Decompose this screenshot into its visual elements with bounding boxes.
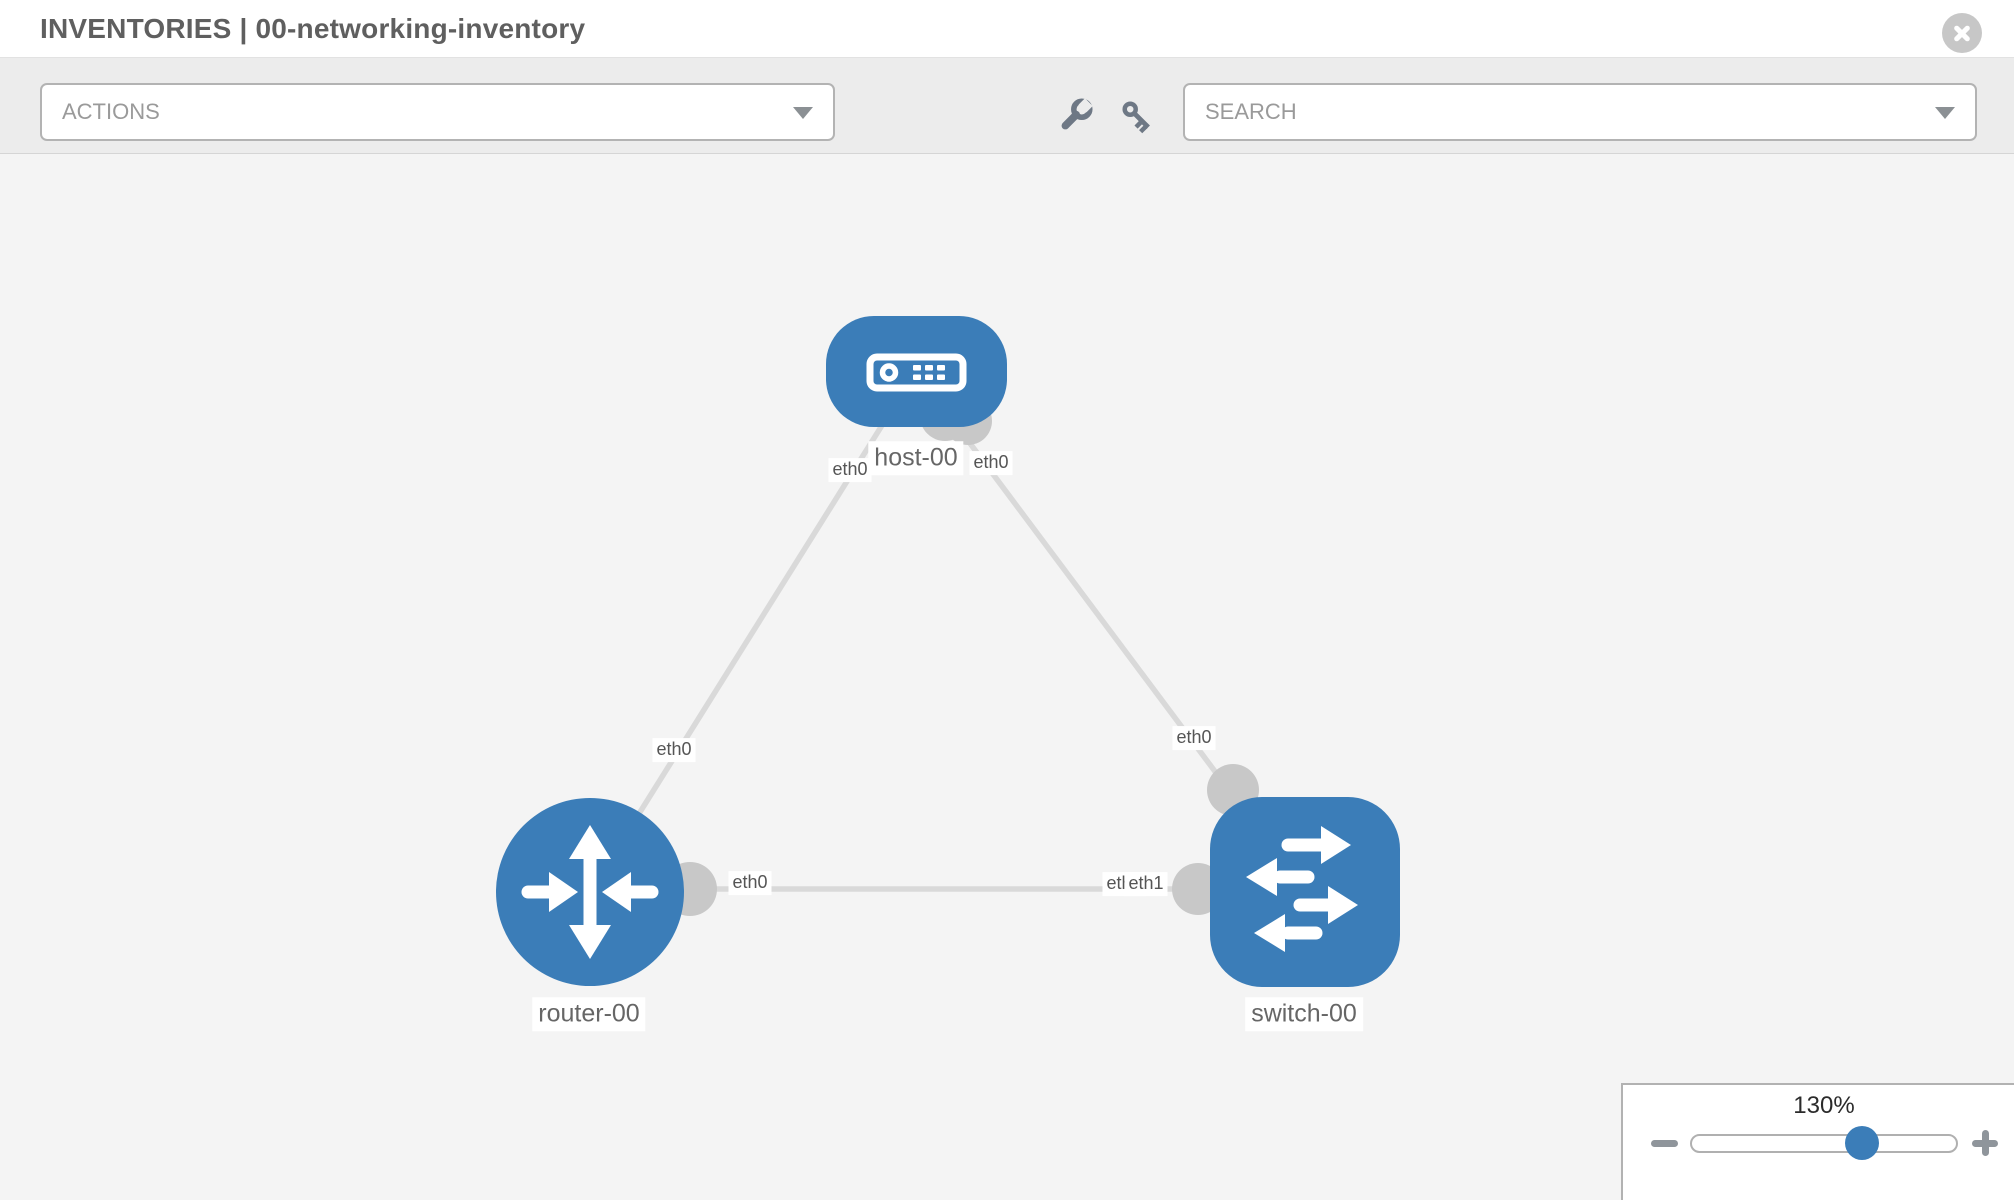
node-host-00[interactable] [825, 315, 1007, 427]
chevron-down-icon [1935, 107, 1955, 119]
node-label-switch-00: switch-00 [1245, 997, 1363, 1031]
header-bar: INVENTORIES | 00-networking-inventory [0, 0, 2014, 58]
actions-dropdown-label: ACTIONS [62, 99, 160, 124]
minus-icon[interactable] [1651, 1140, 1678, 1147]
toolbar: ACTIONS SEARCH [0, 58, 2014, 154]
link-host-00-router-00 [587, 369, 919, 894]
host-icon [866, 353, 966, 391]
actions-dropdown[interactable]: ACTIONS [40, 83, 835, 141]
zoom-slider-track[interactable] [1690, 1126, 1958, 1160]
search-placeholder: SEARCH [1205, 99, 1297, 124]
node-label-router-00: router-00 [532, 997, 646, 1031]
switch-icon [1246, 826, 1358, 952]
interface-label: eth0 [652, 738, 696, 762]
zoom-slider-handle[interactable] [1845, 1126, 1880, 1160]
plus-icon-bar [1981, 1130, 1989, 1156]
node-label-host-00: host-00 [868, 441, 964, 475]
key-icon[interactable] [1118, 97, 1158, 137]
zoom-level-readout: 130% [1793, 1092, 1855, 1119]
interface-label: eth1 [1124, 872, 1168, 896]
router-icon [521, 825, 659, 959]
interface-label: eth0 [828, 458, 872, 482]
plus-icon[interactable] [1972, 1130, 1998, 1156]
close-icon[interactable] [1942, 13, 1982, 53]
search-dropdown[interactable]: SEARCH [1183, 83, 1977, 141]
interface-label: eth0 [728, 871, 772, 895]
wrench-icon[interactable] [1054, 97, 1094, 137]
node-switch-00[interactable] [1210, 797, 1400, 987]
chevron-down-icon [793, 107, 813, 119]
node-router-00[interactable] [496, 798, 684, 986]
zoom-panel: 130% [1621, 1083, 2014, 1200]
interface-label: eth0 [969, 451, 1013, 475]
page-title: INVENTORIES | 00-networking-inventory [40, 12, 586, 44]
interface-label: eth0 [1172, 726, 1216, 750]
